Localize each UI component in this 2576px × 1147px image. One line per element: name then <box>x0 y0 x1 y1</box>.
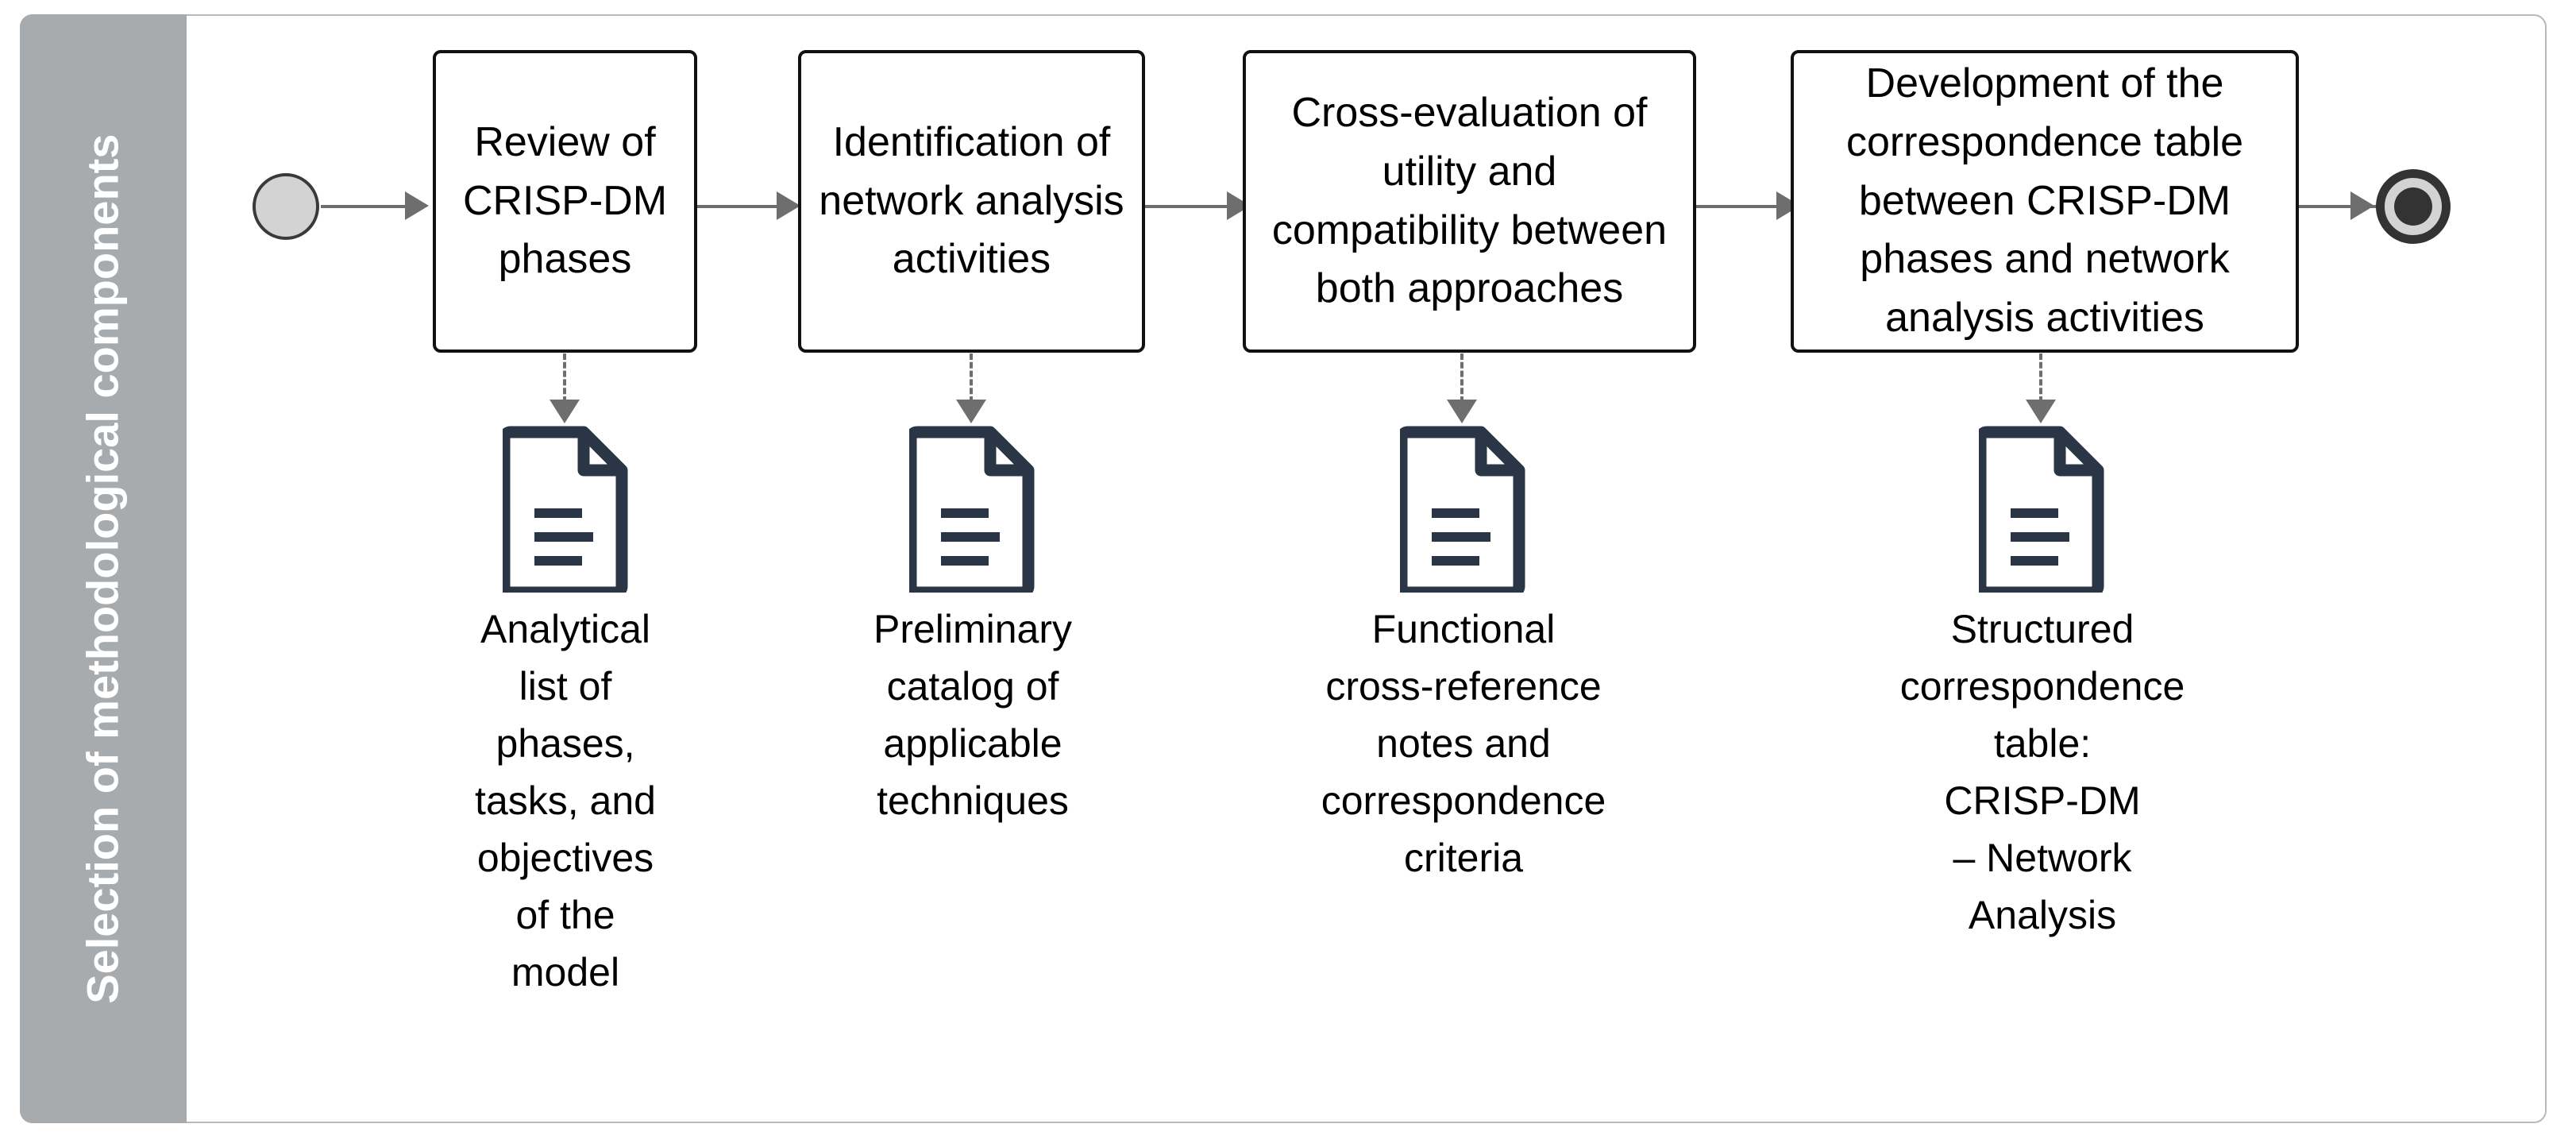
association-step1-to-doc1 <box>563 353 566 403</box>
association-arrow-1 <box>550 400 580 423</box>
association-arrow-2 <box>956 400 986 423</box>
process-step-2[interactable]: Identification of network analysis activ… <box>798 50 1145 353</box>
sequence-flow-start-to-step1 <box>321 205 408 208</box>
sequence-flow-step4-to-end <box>2297 205 2385 208</box>
data-object-1-label: Analytical list of phases, tasks, and ob… <box>475 607 656 994</box>
document-icon[interactable] <box>1974 426 2106 599</box>
swimlane-header: Selection of methodological components <box>20 14 187 1123</box>
process-step-3-label: Cross-evaluation of utility and compatib… <box>1271 89 1668 312</box>
process-step-2-label: Identification of network analysis activ… <box>819 118 1124 283</box>
association-step4-to-doc4 <box>2039 353 2042 403</box>
sequence-flow-step2-to-step3 <box>1145 205 1230 208</box>
sequence-flow-step3-to-step4 <box>1696 205 1780 208</box>
sequence-flow-arrow-2 <box>777 191 800 220</box>
sequence-flow-arrow-5 <box>2350 191 2374 220</box>
data-object-3-label: Functional cross-reference notes and cor… <box>1321 607 1606 880</box>
association-arrow-3 <box>1447 400 1477 423</box>
document-icon[interactable] <box>904 426 1036 599</box>
process-step-4[interactable]: Development of the correspondence table … <box>1791 50 2299 353</box>
end-event-inner-disc <box>2394 187 2432 226</box>
document-icon[interactable] <box>1395 426 1527 599</box>
association-step2-to-doc2 <box>970 353 973 403</box>
data-object-4-label: Structured correspondence table: CRISP-D… <box>1899 607 2185 937</box>
end-event[interactable] <box>2376 169 2451 244</box>
sequence-flow-arrow-1 <box>405 191 429 220</box>
process-step-1-label: Review of CRISP-DM phases <box>462 118 668 283</box>
sequence-flow-step1-to-step2 <box>696 205 780 208</box>
document-icon[interactable] <box>498 426 630 599</box>
association-step3-to-doc3 <box>1460 353 1463 403</box>
data-object-2-label: Preliminary catalog of applicable techni… <box>873 607 1073 823</box>
process-step-1[interactable]: Review of CRISP-DM phases <box>433 50 697 353</box>
swimlane-title: Selection of methodological components <box>77 133 128 1004</box>
start-event[interactable] <box>253 173 319 240</box>
association-arrow-4 <box>2026 400 2056 423</box>
process-step-3[interactable]: Cross-evaluation of utility and compatib… <box>1243 50 1696 353</box>
process-step-4-label: Development of the correspondence table … <box>1845 60 2244 342</box>
